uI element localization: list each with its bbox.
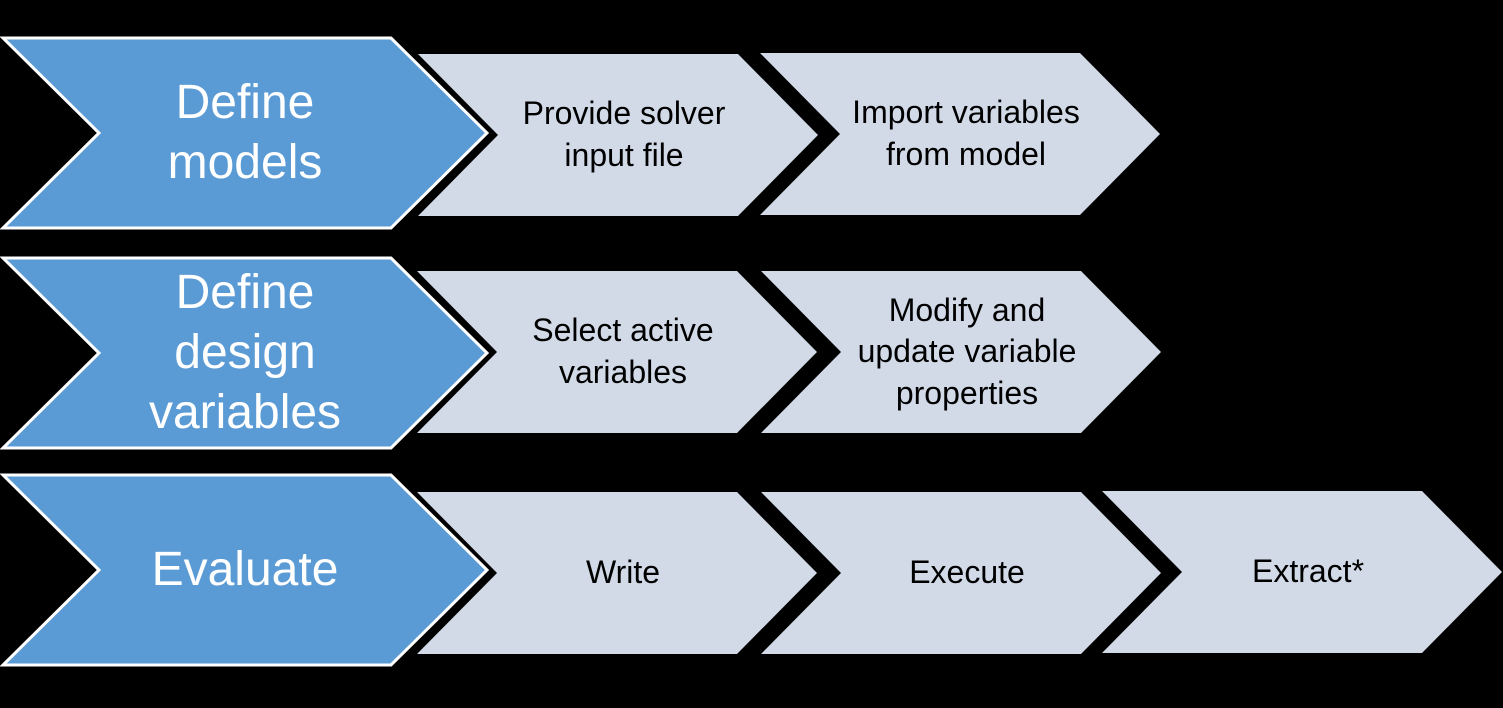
stage-label: Define models	[167, 76, 323, 189]
chevron-arrow-path	[0, 36, 490, 230]
stage-label: Evaluate	[151, 543, 339, 596]
chevron-arrow-path	[1102, 491, 1502, 653]
chevron-arrow-shape	[0, 473, 490, 667]
chevron-arrow-path	[417, 492, 817, 654]
stage-chevron-define-models: Define models	[0, 35, 490, 231]
step-chevron-modify-update-variable-properties: Modify and update variable properties	[761, 271, 1161, 433]
chevron-arrow-path	[418, 54, 818, 216]
chevron-arrow-path	[417, 271, 817, 433]
chevron-arrow-shape	[761, 271, 1161, 433]
chevron-arrow-shape	[761, 492, 1161, 654]
step-label: Provide solver input file	[522, 95, 726, 173]
stage-label: Define design variables	[148, 266, 342, 439]
chevron-arrow-path	[760, 53, 1160, 215]
chevron-arrow-shape	[417, 492, 817, 654]
step-label: Select active variables	[532, 312, 714, 390]
chevron-arrow-path	[0, 256, 490, 450]
step-label: Write	[585, 554, 661, 591]
stage-chevron-evaluate: Evaluate	[0, 472, 490, 668]
stage-chevron-define-design-variables: Define design variables	[0, 255, 490, 451]
step-chevron-write: Write	[417, 492, 817, 654]
chevron-arrow-shape	[417, 271, 817, 433]
step-chevron-provide-solver-input-file: Provide solver input file	[418, 54, 818, 216]
step-label: Execute	[909, 554, 1025, 591]
step-chevron-extract: Extract*	[1102, 491, 1502, 653]
chevron-arrow-path	[761, 492, 1161, 654]
step-chevron-import-variables-from-model: Import variables from model	[760, 53, 1160, 215]
step-label: Modify and update variable properties	[857, 291, 1077, 411]
chevron-arrow-shape	[1102, 491, 1502, 653]
chevron-arrow-shape	[0, 36, 490, 230]
chevron-arrow-shape	[418, 54, 818, 216]
step-chevron-execute: Execute	[761, 492, 1161, 654]
step-chevron-select-active-variables: Select active variables	[417, 271, 817, 433]
step-label: Import variables from model	[852, 94, 1080, 172]
chevron-arrow-path	[0, 473, 490, 667]
chevron-arrow-path	[761, 271, 1161, 433]
chevron-arrow-shape	[0, 256, 490, 450]
step-label: Extract*	[1251, 553, 1365, 590]
chevron-arrow-shape	[760, 53, 1160, 215]
